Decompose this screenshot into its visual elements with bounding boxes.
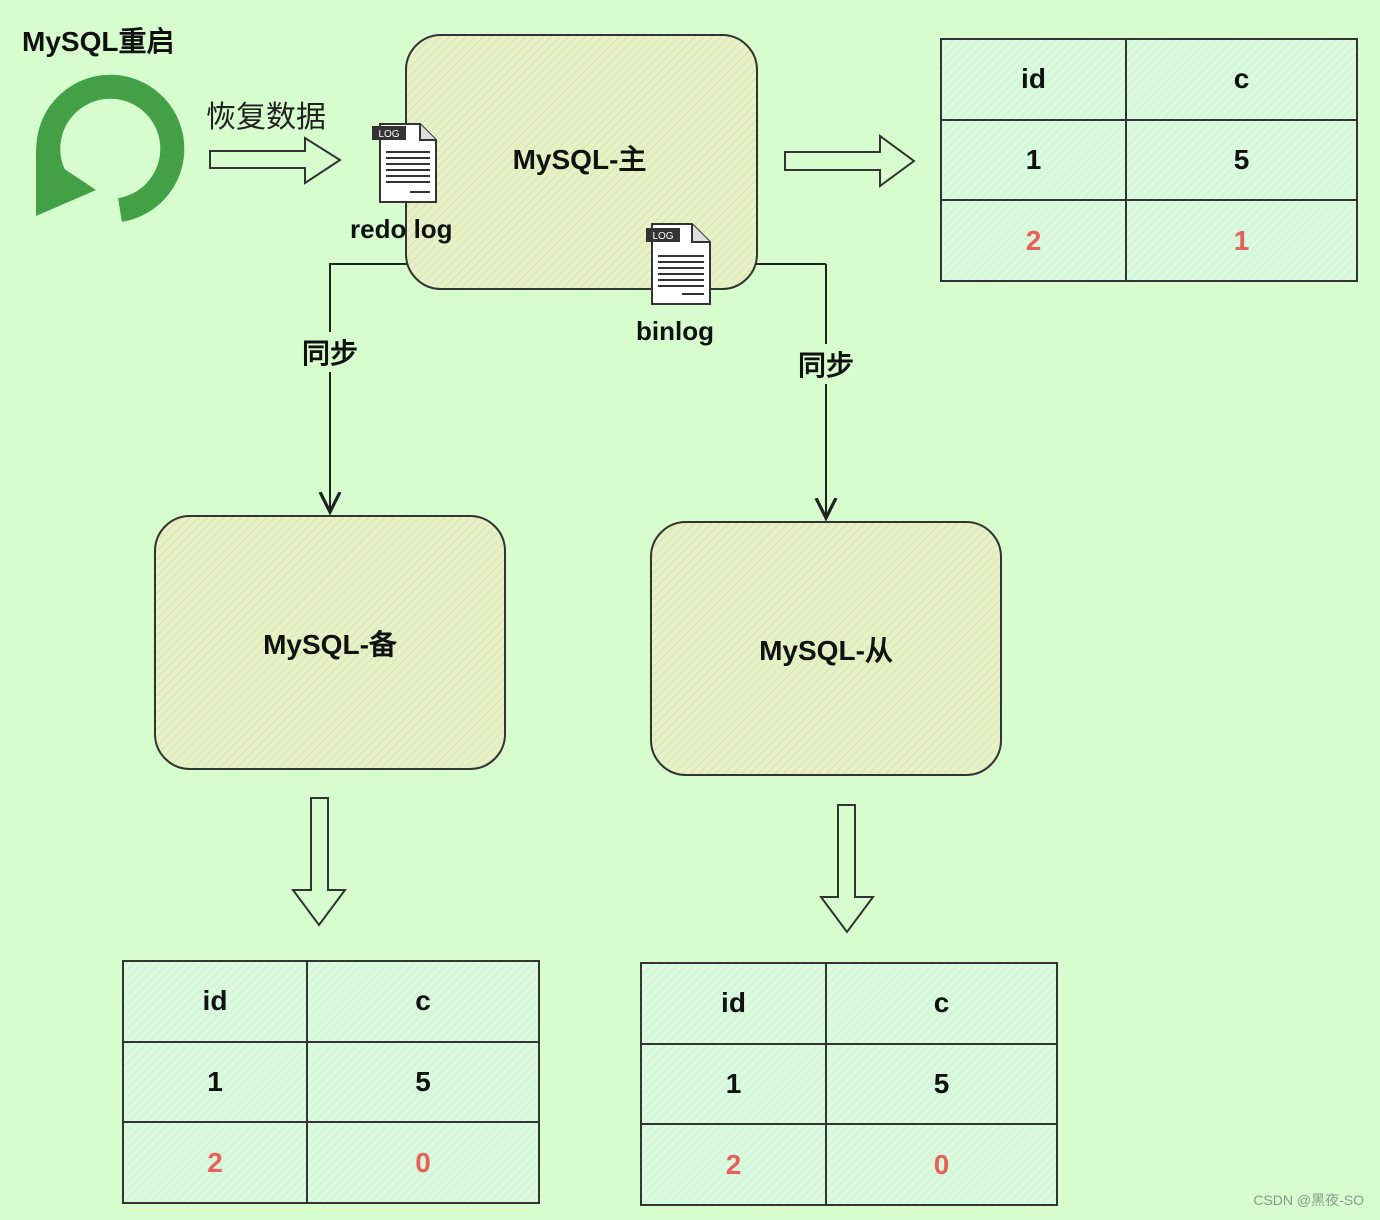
binlog-label: binlog	[636, 316, 714, 346]
table-cell-c: 0	[306, 1121, 540, 1204]
table-cell-id: 2	[122, 1121, 308, 1204]
watermark: CSDN @黑夜-SO	[1253, 1192, 1364, 1208]
replica-to-table-arrow	[819, 804, 875, 934]
table-header-row: id c	[640, 962, 1058, 1045]
table-header-c: c	[306, 960, 540, 1043]
table-row: 1 5	[122, 1040, 540, 1124]
server-replica: MySQL-从	[650, 521, 1002, 776]
restore-arrow	[209, 136, 342, 185]
table-cell-c: 5	[1125, 118, 1358, 202]
table-backup: id c 1 5 2 0	[122, 960, 540, 1204]
table-primary: id c 1 5 2 1	[940, 38, 1358, 282]
redo-log-file-icon: LOG	[372, 123, 437, 203]
sync-line-backup	[330, 263, 640, 512]
server-primary-label: MySQL-主	[512, 144, 647, 175]
table-header-id: id	[122, 960, 308, 1043]
table-cell-c: 5	[306, 1040, 540, 1124]
table-cell-c: 0	[825, 1123, 1058, 1206]
binlog-badge: LOG	[652, 231, 673, 242]
table-header-c: c	[1125, 38, 1358, 121]
table-cell-c: 1	[1125, 199, 1358, 282]
primary-to-table-arrow	[784, 134, 916, 188]
table-header-id: id	[640, 962, 827, 1045]
restore-data-label: 恢复数据	[206, 101, 326, 134]
table-header-c: c	[825, 962, 1058, 1045]
table-cell-id: 1	[122, 1040, 308, 1124]
restart-icon	[36, 74, 185, 222]
redo-log-label: redo log	[350, 214, 453, 244]
sync-label-backup: 同步	[300, 332, 361, 372]
table-row: 1 5	[940, 118, 1358, 202]
table-cell-id: 2	[940, 199, 1127, 282]
server-replica-label: MySQL-从	[759, 634, 893, 666]
table-header-id: id	[940, 38, 1127, 121]
backup-to-table-arrow	[291, 797, 347, 927]
table-header-row: id c	[940, 38, 1358, 121]
server-backup-label: MySQL-备	[263, 628, 397, 660]
table-row: 2 0	[122, 1121, 540, 1204]
redo-log-badge: LOG	[378, 129, 399, 140]
table-row: 2 0	[640, 1123, 1058, 1206]
server-backup: MySQL-备	[154, 515, 506, 770]
table-cell-id: 2	[640, 1123, 827, 1206]
binlog-file-icon: LOG	[646, 223, 711, 305]
table-header-row: id c	[122, 960, 540, 1043]
table-cell-id: 1	[940, 118, 1127, 202]
table-replica: id c 1 5 2 0	[640, 962, 1058, 1206]
diagram-title: MySQL重启	[22, 26, 175, 57]
table-cell-c: 5	[825, 1042, 1058, 1126]
table-cell-id: 1	[640, 1042, 827, 1126]
table-row: 1 5	[640, 1042, 1058, 1126]
sync-label-replica: 同步	[796, 344, 857, 384]
table-row: 2 1	[940, 199, 1358, 282]
